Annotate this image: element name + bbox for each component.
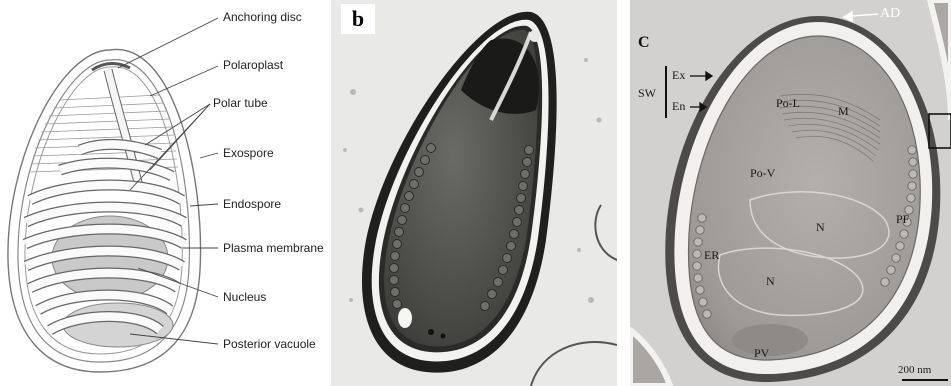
label-ex: Ex [672, 68, 685, 83]
scale-bar-label: 200 nm [898, 364, 931, 376]
panel-letter-c: C [638, 34, 650, 52]
label-polar-tube: Polar tube [213, 96, 268, 110]
tem-image-b [331, 0, 617, 386]
label-po-v: Po-V [750, 166, 775, 181]
label-polaroplast: Polaroplast [223, 58, 283, 72]
label-er: ER [704, 248, 719, 263]
adjacent-cell-bottom [531, 342, 617, 386]
label-endospore: Endospore [223, 197, 281, 211]
posterior-vacuole-spot [398, 308, 412, 328]
posterior-vacuole-c [732, 324, 808, 356]
label-exospore: Exospore [223, 146, 274, 160]
tem-panel-c: C AD Ex SW En Po-L M Po-V N PF ER N PV 2… [630, 0, 951, 386]
label-pf: PF [896, 212, 909, 227]
label-po-l: Po-L [776, 96, 800, 111]
ad-arrow [844, 12, 878, 21]
label-nucleus: Nucleus [223, 290, 266, 304]
schematic-panel: Anchoring disc Polaroplast Polar tube Ex… [0, 0, 330, 386]
label-ad: AD [880, 6, 900, 22]
panel-letter-b: b [341, 4, 375, 34]
label-en: En [672, 99, 685, 114]
neighbor-spore-top-right [930, 0, 951, 120]
label-n-lower: N [766, 274, 775, 289]
label-n-upper: N [816, 220, 825, 235]
tem-panel-b: b [331, 0, 617, 386]
label-m: M [838, 104, 849, 119]
label-posterior-vacuole: Posterior vacuole [223, 337, 316, 351]
label-plasma-membrane: Plasma membrane [223, 241, 324, 255]
anchoring-disc-spot [529, 30, 541, 42]
tem-image-c [630, 0, 951, 386]
label-pv: PV [754, 346, 769, 361]
adjacent-cell-right [595, 205, 617, 260]
neighbor-spore-bottom-left [630, 330, 670, 386]
label-sw: SW [638, 86, 656, 101]
label-anchoring-disc: Anchoring disc [223, 10, 302, 24]
